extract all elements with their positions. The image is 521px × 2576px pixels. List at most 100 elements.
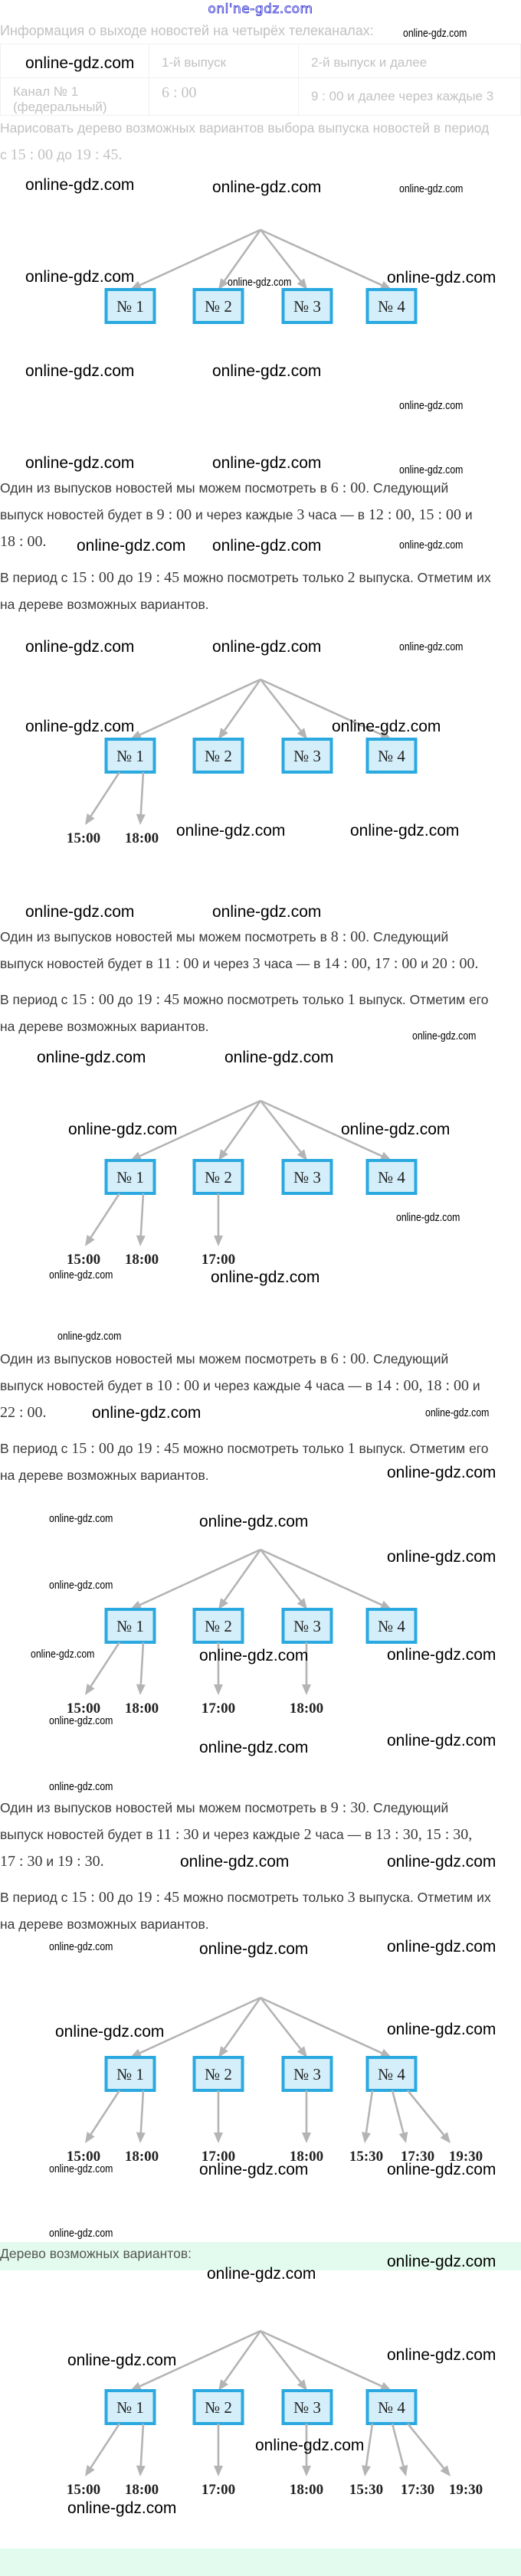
watermark: online-gdz.com — [212, 362, 322, 380]
table-row: Канал № 1 (федеральный) 6 : 00 9 : 00 и … — [0, 77, 521, 116]
math-value: 20 : 00. — [431, 955, 479, 972]
channel-box — [281, 1608, 333, 1644]
watermark: online-gdz.com — [55, 2023, 165, 2041]
watermark: online-gdz.com — [25, 718, 135, 735]
tree-arrow — [260, 228, 392, 290]
watermark: online-gdz.com — [180, 1853, 290, 1871]
tree-arrow — [218, 1100, 262, 1160]
text-segment: . Следующий — [365, 1800, 449, 1815]
watermark: online-gdz.com — [212, 903, 322, 921]
leaf-arrow — [302, 1642, 311, 1695]
text-segment: можно посмотреть только — [179, 1890, 348, 1905]
watermark: online-gdz.com — [199, 1647, 309, 1664]
broadcast-time: 17:30 — [401, 2482, 434, 2498]
text-segment: на дереве возможных вариантов. — [0, 1468, 209, 1483]
text-line: 18 : 00. — [0, 529, 521, 555]
math-value: 17 : 30 — [0, 1853, 43, 1870]
leaf-arrow — [302, 2090, 311, 2143]
math-value: 3 — [252, 955, 260, 972]
text-line: выпуск новостей будет в 10 : 00 и через … — [0, 1373, 521, 1399]
broadcast-time: 17:00 — [202, 1252, 235, 1268]
text-line: Один из выпусков новостей мы можем посмо… — [0, 1346, 521, 1373]
channel-label: № 4 — [378, 747, 405, 765]
watermark: online-gdz.com — [224, 1049, 334, 1066]
text-line: выпуск новостей будет в 11 : 30 и через … — [0, 1822, 521, 1848]
leaf-arrow — [214, 1642, 223, 1695]
text-line: 17 : 30 и 19 : 30. — [0, 1848, 521, 1875]
channel-box — [192, 1608, 244, 1644]
broadcast-time: 15:30 — [349, 2482, 383, 2498]
text-segment: Один из выпусков новостей мы можем посмо… — [0, 929, 331, 944]
channel-label: № 1 — [116, 2065, 144, 2083]
broadcast-time: 19:30 — [449, 2482, 483, 2498]
leaf-arrow — [214, 2090, 223, 2143]
text-segment: Нарисовать дерево возможных вариантов вы… — [0, 120, 490, 136]
watermark: online-gdz.com — [212, 178, 322, 196]
watermark: online-gdz.com — [199, 1739, 309, 1756]
leaf-arrow — [85, 1642, 121, 1695]
channel-box — [104, 2056, 156, 2092]
broadcast-time: 18:00 — [125, 1700, 159, 1717]
paragraph: В период с 15 : 00 до 19 : 45 можно посм… — [0, 1435, 521, 1489]
watermark: online-gdz.com — [341, 1121, 451, 1138]
math-value: 19 : 45 — [136, 1889, 180, 1906]
watermark: online-gdz.com — [412, 1029, 477, 1043]
tree-arrow — [259, 679, 307, 739]
math-value: 1 — [347, 991, 356, 1008]
text-segment: Один из выпусков новостей мы можем посмо… — [0, 1800, 331, 1815]
watermark: online-gdz.com — [199, 1940, 309, 1958]
math-value: 15 : 00 — [10, 146, 54, 163]
channel-label: № 1 — [116, 1168, 144, 1187]
math-value: 14 : 00, 18 : 00 — [375, 1377, 470, 1394]
broadcast-time: 19:30 — [449, 2149, 483, 2165]
text-segment: с — [0, 147, 11, 162]
watermark: online-gdz.com — [387, 2161, 496, 2178]
leaf-arrow — [362, 2423, 374, 2476]
broadcast-time: 17:00 — [202, 2149, 235, 2165]
solution-channel-2: Один из выпусков новостей мы можем посмо… — [0, 924, 521, 1040]
channel-box — [365, 1159, 418, 1195]
watermark: online-gdz.com — [25, 903, 135, 921]
first-release-time: 6 : 00 — [162, 84, 197, 101]
channel-label: № 2 — [205, 1168, 232, 1187]
tree-arrow — [260, 1996, 392, 2057]
leaf-arrow — [406, 2423, 451, 2476]
text-segment: выпуска. Отметим их — [355, 1890, 491, 1905]
watermark: online-gdz.com — [387, 1732, 496, 1750]
channel-label: № 2 — [205, 2065, 232, 2083]
channel-box — [365, 2389, 418, 2425]
text-segment: выпуск новостей будет в — [0, 507, 157, 522]
channel-label: № 4 — [378, 1168, 405, 1187]
text-line: на дереве возможных вариантов. — [0, 1911, 521, 1938]
channel-box — [365, 1608, 418, 1644]
table-cell-next: 9 : 00 и далее через каждые 3 часа — [298, 77, 521, 116]
schedule-table: 1-й выпуск 2-й выпуск и далее Канал № 1 … — [0, 44, 521, 116]
leaf-arrow — [214, 2424, 223, 2476]
math-value: 6 : 00 — [330, 480, 366, 496]
channel-box — [281, 738, 333, 774]
broadcast-time: 17:00 — [202, 2482, 235, 2498]
broadcast-time: 18:00 — [290, 1700, 323, 1717]
text-line: на дереве возможных вариантов. — [0, 1013, 521, 1040]
paragraph: Нарисовать дерево возможных вариантов вы… — [0, 115, 521, 169]
table-header-cell: 2-й выпуск и далее — [298, 44, 521, 78]
text-segment: на дереве возможных вариантов. — [0, 1916, 209, 1932]
watermark: online-gdz.com — [67, 2499, 177, 2517]
watermark: online-gdz.com — [350, 822, 460, 840]
text-segment: выпуск. Отметим его — [355, 1441, 489, 1456]
solution-channel-3: Один из выпусков новостей мы можем посмо… — [0, 1346, 521, 1489]
watermark: online-gdz.com — [399, 640, 464, 653]
paragraph: В период с 15 : 00 до 19 : 45 можно посм… — [0, 565, 521, 618]
math-value: 22 : 00. — [0, 1404, 47, 1421]
watermark: online-gdz.com — [399, 538, 464, 552]
text-segment: . Следующий — [365, 929, 449, 944]
text-segment: и — [42, 1854, 58, 1869]
watermark: online-gdz.com — [425, 1406, 490, 1419]
leaf-arrow — [214, 1193, 223, 1246]
watermark: online-gdz.com — [199, 2161, 309, 2178]
math-value: 11 : 00 — [156, 955, 199, 972]
tree-arrow — [260, 1548, 392, 1609]
